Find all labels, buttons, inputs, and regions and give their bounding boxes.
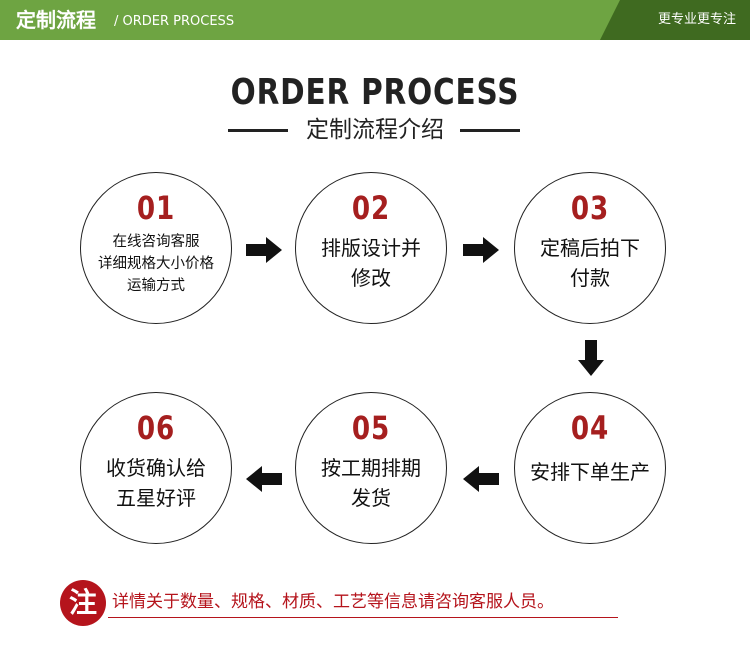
header-tagline: 更专业更专注 <box>657 12 736 27</box>
header-tagline-box: 更专业更专注 <box>600 0 750 40</box>
step-number: 04 <box>570 409 610 447</box>
divider-right <box>460 129 520 132</box>
divider-left <box>228 129 288 132</box>
step-04: 04 安排下单生产 <box>514 392 666 544</box>
header-subtitle: / ORDER PROCESS <box>114 14 235 29</box>
arrow-left-icon <box>246 466 282 492</box>
step-line: 修改 <box>351 266 391 290</box>
step-line: 收货确认给 <box>106 456 206 480</box>
arrow-right-icon <box>246 237 282 263</box>
step-line: 定稿后拍下 <box>540 236 640 260</box>
step-line: 排版设计并 <box>321 236 421 260</box>
step-line: 详细规格大小价格 <box>98 256 214 272</box>
arrow-left-icon <box>463 466 499 492</box>
step-02: 02 排版设计并 修改 <box>295 172 447 324</box>
step-number: 03 <box>570 189 610 227</box>
page-subtitle: 定制流程介绍 <box>306 117 444 143</box>
step-number: 06 <box>136 409 176 447</box>
step-line: 运输方式 <box>127 278 185 294</box>
step-number: 05 <box>351 409 391 447</box>
step-06: 06 收货确认给 五星好评 <box>80 392 232 544</box>
page-subtitle-row: 定制流程介绍 <box>0 114 750 148</box>
step-line: 安排下单生产 <box>530 460 650 484</box>
arrow-right-icon <box>463 237 499 263</box>
step-number: 01 <box>136 189 176 227</box>
step-line: 付款 <box>570 266 610 290</box>
note-text: 详情关于数量、规格、材质、工艺等信息请咨询客服人员。 <box>112 592 554 612</box>
step-line: 在线咨询客服 <box>112 234 200 250</box>
note-underline <box>108 617 618 618</box>
step-01: 01 在线咨询客服 详细规格大小价格 运输方式 <box>80 172 232 324</box>
step-05: 05 按工期排期 发货 <box>295 392 447 544</box>
note-icon: 注 <box>60 580 106 626</box>
step-03: 03 定稿后拍下 付款 <box>514 172 666 324</box>
step-number: 02 <box>351 189 391 227</box>
step-line: 按工期排期 <box>321 456 421 480</box>
page-title: ORDER PROCESS <box>230 72 520 113</box>
step-line: 五星好评 <box>116 486 196 510</box>
step-line: 发货 <box>351 486 391 510</box>
header-bar: 定制流程 / ORDER PROCESS 更专业更专注 <box>0 0 750 40</box>
header-title: 定制流程 <box>16 8 96 32</box>
arrow-down-icon <box>578 340 604 376</box>
